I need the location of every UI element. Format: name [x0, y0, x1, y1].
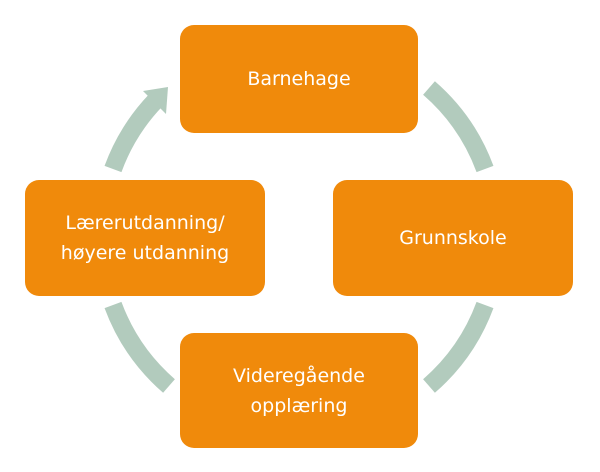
arc-videregaende-to-laererutdanning — [104, 301, 176, 393]
node-laererutdanning: Lærerutdanning/ høyere utdanning — [25, 180, 265, 296]
node-label-line2: opplæring — [250, 394, 348, 417]
node-label-line1: Videregående — [233, 364, 365, 387]
arrowhead-icon — [143, 87, 168, 114]
node-grunnskole: Grunnskole — [333, 180, 573, 296]
arc-grunnskole-to-videregaende — [422, 301, 494, 393]
node-barnehage: Barnehage — [180, 25, 418, 133]
node-label: Grunnskole — [399, 227, 507, 249]
node-label-line2: høyere utdanning — [60, 242, 230, 264]
arc-laererutdanning-to-barnehage — [104, 93, 163, 173]
node-label: Barnehage — [247, 68, 351, 90]
node-videregaende: Videregående opplæring — [180, 333, 418, 448]
node-label-line1: Lærerutdanning/ — [65, 212, 225, 234]
arc-barnehage-to-grunnskole — [422, 81, 494, 173]
